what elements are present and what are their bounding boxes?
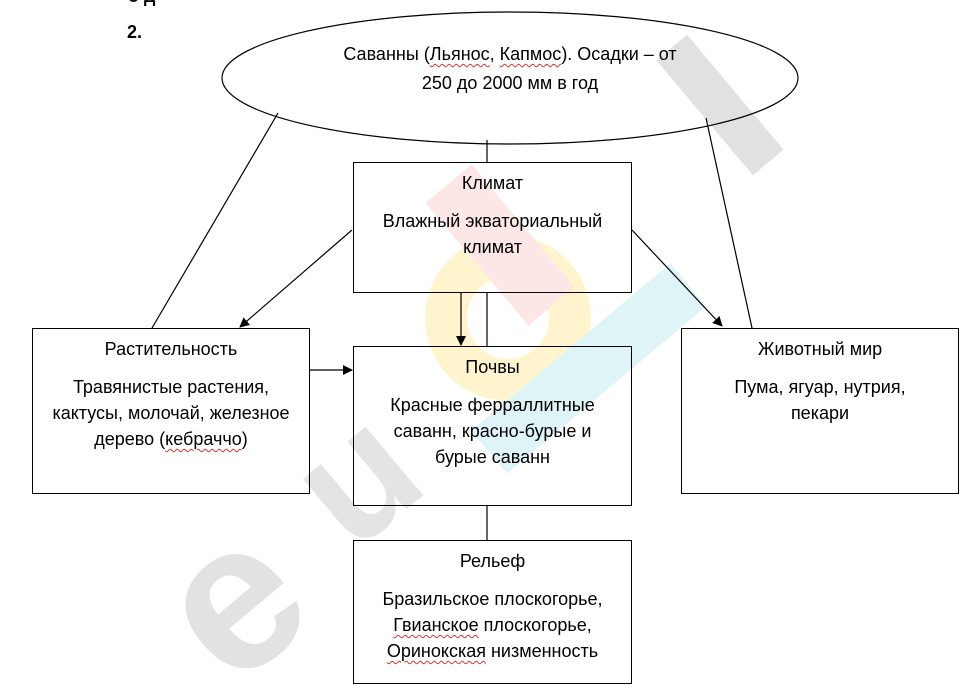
fauna-box: Животный мир Пума, ягуар, нутрия, пекари bbox=[681, 328, 959, 494]
climate-to-fauna-arrow bbox=[631, 229, 723, 327]
climate-box: Климат Влажный экваториальный климат bbox=[353, 162, 632, 293]
relief-line3-rest: низменность bbox=[485, 641, 599, 661]
oval-word-campos: Капмос bbox=[499, 44, 562, 64]
vegetation-text-main: Травянистые растения, кактусы, молочай, … bbox=[52, 377, 290, 449]
vegetation-text: Травянистые растения, кактусы, молочай, … bbox=[33, 374, 309, 452]
header-fragment: о д bbox=[128, 0, 155, 7]
oval-to-fauna-line bbox=[705, 117, 753, 329]
soils-text: Красные ферраллитные саванн, красно-буры… bbox=[390, 395, 595, 467]
relief-line2-rest: плоскогорье, bbox=[478, 615, 592, 635]
vegetation-text-open: ( bbox=[159, 429, 166, 449]
fauna-text: Пума, ягуар, нутрия, пекари bbox=[734, 377, 906, 423]
vegetation-word-quebracho: кебраччо bbox=[165, 429, 242, 449]
oval-word-llanos: Льянос bbox=[429, 44, 490, 64]
soils-box: Почвы Красные ферраллитные саванн, красн… bbox=[353, 346, 632, 506]
vegetation-text-close: ) bbox=[241, 429, 248, 449]
relief-title: Рельеф bbox=[459, 551, 526, 571]
climate-text: Влажный экваториальный климат bbox=[382, 211, 603, 257]
soils-title: Почвы bbox=[465, 357, 520, 377]
relief-word-guiana: Гвианское bbox=[393, 615, 479, 635]
savanna-oval bbox=[221, 11, 799, 145]
oval-line2: 250 до 2000 мм в год bbox=[421, 73, 599, 93]
relief-box: Рельеф Бразильское плоскогорье, Гвианско… bbox=[353, 540, 632, 684]
relief-word-orinoco: Оринокская bbox=[386, 641, 486, 661]
savanna-oval-text: Саванны (Льянос, Капмос). Осадки – от 25… bbox=[300, 40, 720, 98]
climate-to-vegetation-arrow bbox=[239, 229, 353, 328]
climate-title: Климат bbox=[461, 173, 524, 193]
relief-line1: Бразильское плоскогорье, bbox=[382, 589, 603, 609]
oval-text-suffix: ). Осадки – от bbox=[561, 44, 677, 64]
relief-text: Бразильское плоскогорье, Гвианское плоск… bbox=[354, 586, 631, 664]
oval-text-prefix: Саванны ( bbox=[343, 44, 430, 64]
oval-separator: , bbox=[489, 44, 500, 64]
oval-to-vegetation-line bbox=[151, 112, 279, 329]
vegetation-box: Растительность Травянистые растения, как… bbox=[32, 328, 310, 494]
fauna-title: Животный мир bbox=[757, 339, 883, 359]
task-number: 2. bbox=[127, 22, 143, 42]
vegetation-title: Растительность bbox=[104, 339, 238, 359]
